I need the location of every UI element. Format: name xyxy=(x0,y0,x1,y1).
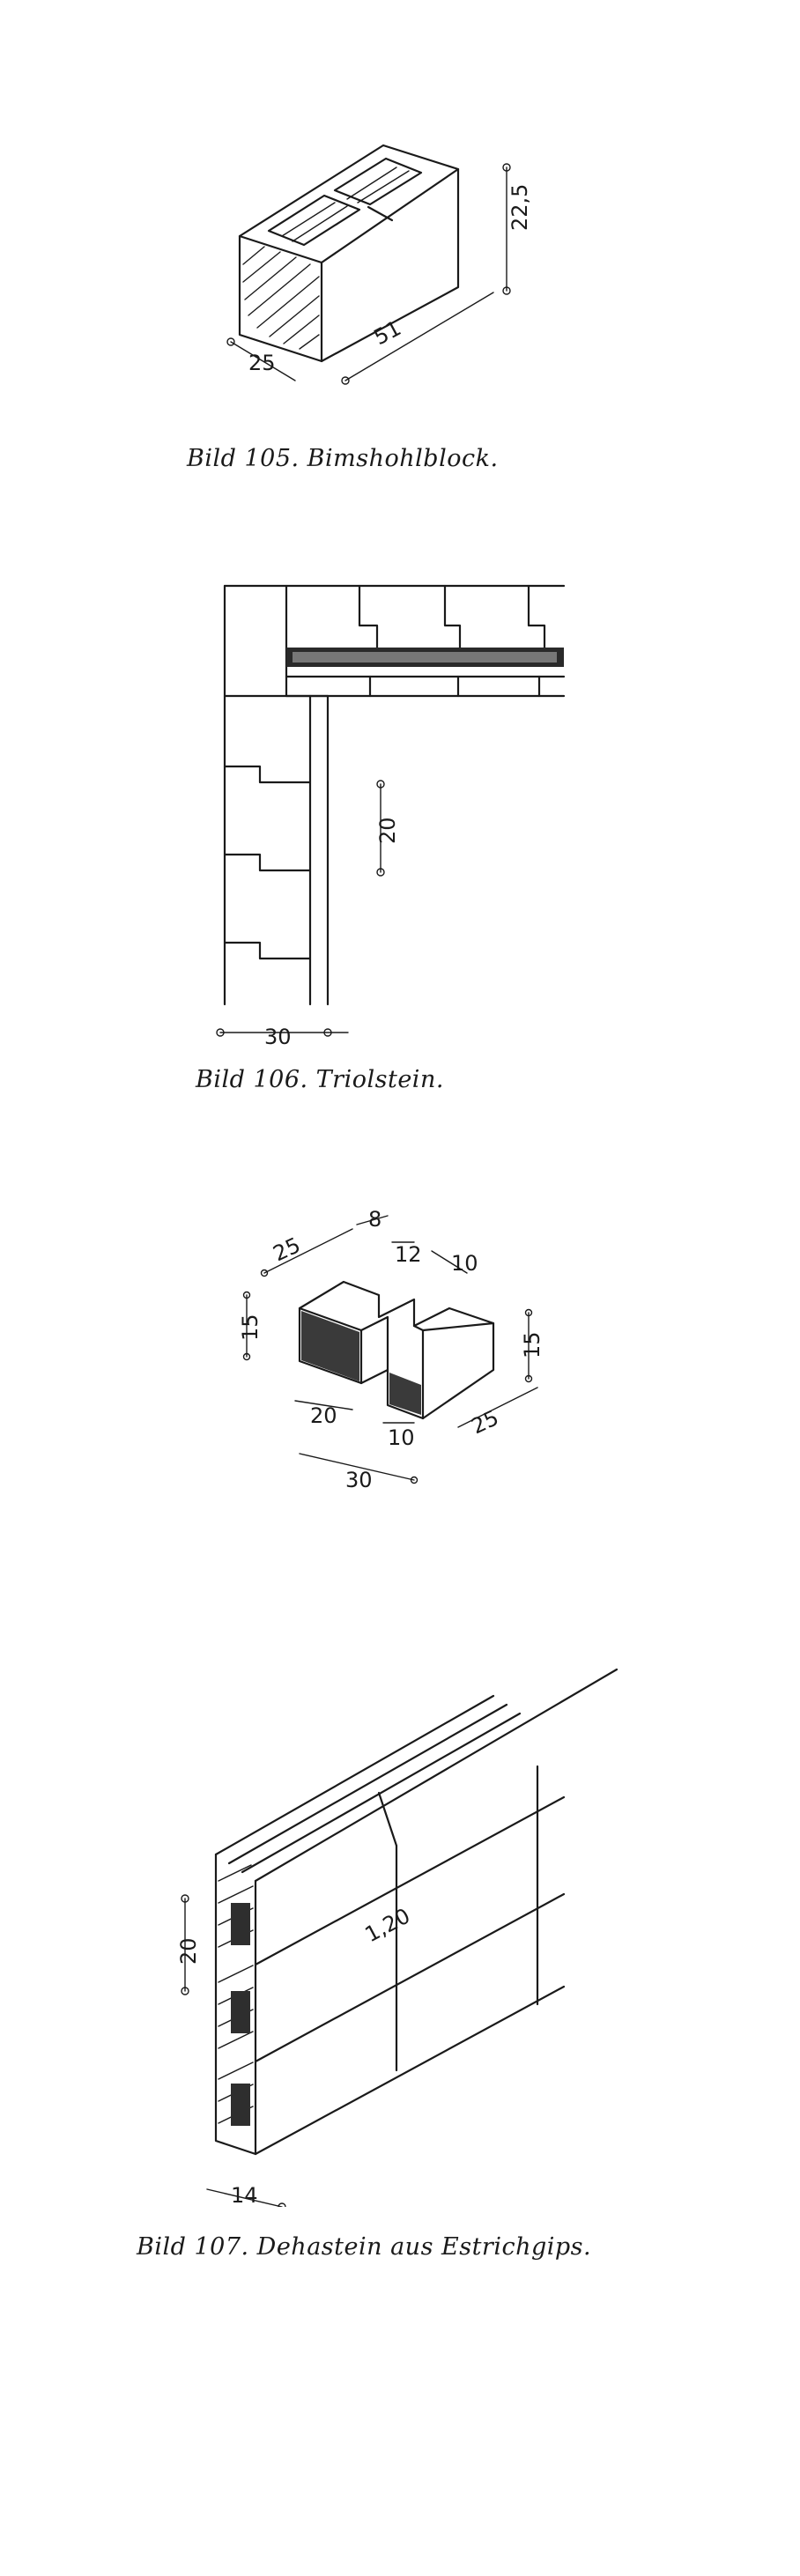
caption-figure-105: Bild 105. Bimshohlblock. xyxy=(187,445,499,472)
dim-e: 15 xyxy=(238,1314,263,1341)
dim-d: 10 xyxy=(451,1251,478,1276)
figure-triol-stone-drawing: 25 8 12 10 15 15 25 20 10 30 xyxy=(238,1207,544,1492)
dim-width-105: 25 xyxy=(248,351,276,375)
caption-figure-107: Bild 107. Dehastein aus Estrichgips. xyxy=(137,2233,592,2261)
mortar-band xyxy=(286,648,564,667)
dim-f: 15 xyxy=(520,1331,544,1358)
dim-thickness-106: 30 xyxy=(264,1025,292,1049)
dim-a: 25 xyxy=(270,1232,305,1266)
dim-j: 30 xyxy=(345,1468,373,1492)
dim-thickness-107: 14 xyxy=(231,2183,258,2207)
dim-h: 20 xyxy=(310,1403,337,1428)
hollow-block-hatching xyxy=(242,167,410,350)
triol-stone-dimension-lines xyxy=(242,1215,538,1484)
caption-figure-106: Bild 106. Triolstein. xyxy=(196,1066,444,1093)
hollow-block-outline xyxy=(238,144,460,363)
deha-cells xyxy=(231,1903,250,2126)
hollow-block-dimension-lines xyxy=(226,163,511,385)
dim-course-106: 20 xyxy=(375,817,400,844)
dim-c: 12 xyxy=(395,1242,422,1267)
triol-dimension-lines xyxy=(216,780,385,1037)
triol-wall-plan xyxy=(223,584,566,1006)
deha-dimension-lines xyxy=(181,1894,286,2207)
triol-stone-shading xyxy=(301,1311,421,1415)
dim-i: 10 xyxy=(388,1425,415,1450)
figure-105-drawing: 25 51 22,5 xyxy=(226,144,532,385)
deha-wall-outline xyxy=(214,1668,619,2156)
dim-length-105: 51 xyxy=(370,315,405,350)
figure-106-drawing: 30 20 xyxy=(216,584,566,1049)
figure-107-drawing: 20 1,20 14 xyxy=(176,1668,619,2207)
dim-b: 8 xyxy=(368,1207,381,1232)
dim-height-105: 22,5 xyxy=(507,184,532,231)
dim-height-107: 20 xyxy=(176,1937,201,1965)
dim-g: 25 xyxy=(468,1405,503,1439)
dim-length-107: 1,20 xyxy=(361,1903,414,1947)
triol-stone-outline xyxy=(298,1280,495,1420)
